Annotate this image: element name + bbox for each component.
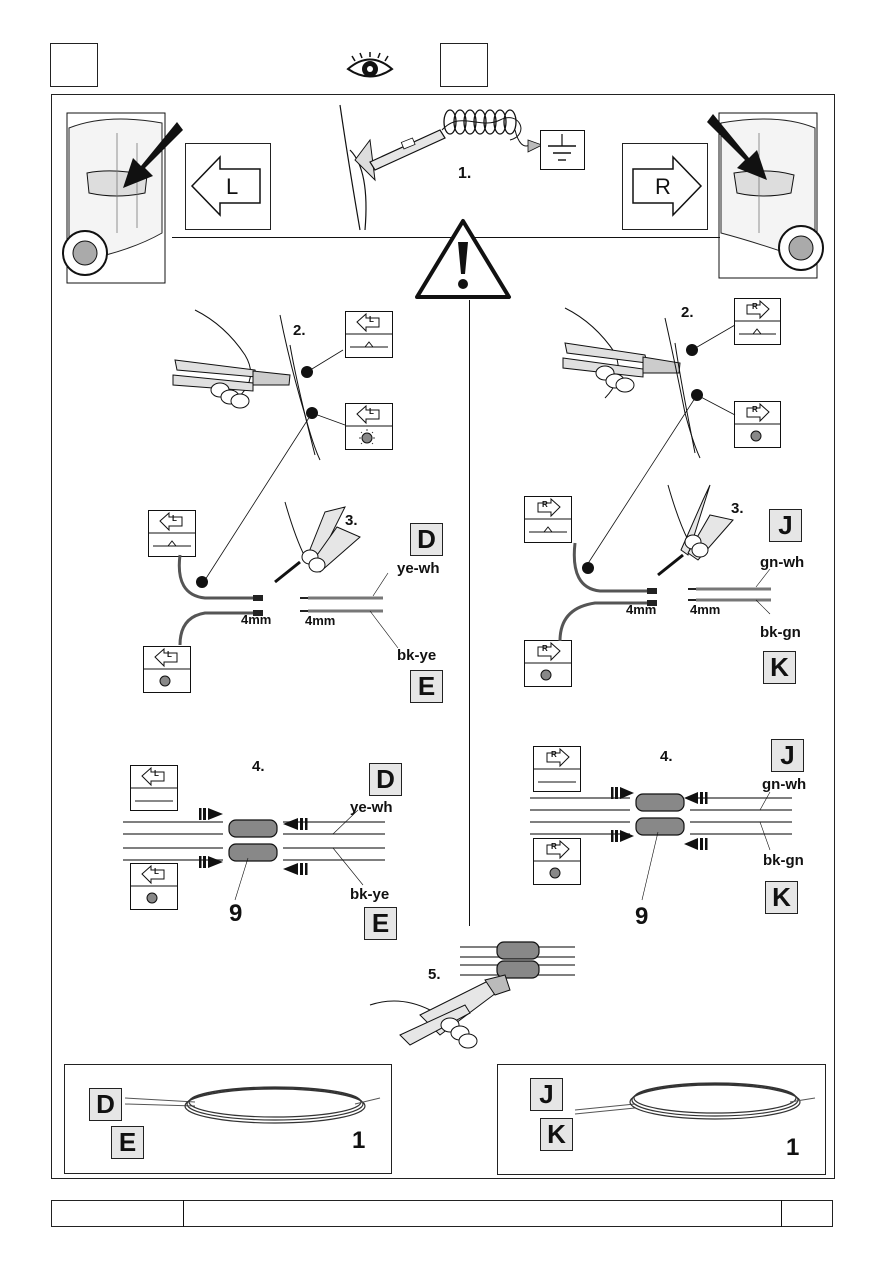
connector-qty-left: 9: [229, 900, 243, 927]
left-side-label: L: [226, 174, 239, 199]
vertical-divider: [469, 300, 470, 926]
step-3-right-label: 3.: [731, 500, 744, 517]
right-lamp-symbol-box-2: [533, 838, 581, 885]
footer-bar: [51, 1200, 833, 1227]
car-rear-left-illustration: [62, 112, 166, 284]
right-indicator-brake-symbol: [734, 298, 781, 345]
right-indicator-lamp-symbol: [734, 401, 781, 448]
left-lamp-symbol-box-2: [130, 863, 178, 910]
small-left-label: L: [369, 315, 374, 324]
strip-length-right-2: 4mm: [690, 602, 721, 617]
strip-length-right: 4mm: [626, 602, 657, 617]
wire-leader-lines: [204, 349, 346, 581]
wire-coil-illustration: [574, 1082, 816, 1120]
pointer-arrow-icon: [707, 114, 767, 180]
strip-length-left-2: 4mm: [305, 613, 336, 628]
right-brake-symbol-box: [524, 496, 572, 543]
wire-color-bottom-left: bk-ye: [397, 647, 437, 664]
left-arrow-icon: [190, 155, 261, 217]
footer-divider-2: [781, 1200, 782, 1227]
wire-color-top-right-2: gn-wh: [762, 776, 807, 793]
small-left-label: L: [172, 514, 177, 523]
pointer-arrow-icon: [123, 122, 183, 188]
step-3-left-label: 3.: [345, 512, 358, 529]
wire-color-top-left-2: ye-wh: [350, 799, 393, 816]
small-right-label: R: [752, 405, 758, 414]
right-cable-illustration: [558, 542, 657, 642]
pliers-hand-illustration: [562, 307, 701, 459]
wire-code-e: E: [410, 670, 443, 703]
small-right-label: R: [542, 644, 548, 653]
step-1-label: 1.: [458, 165, 472, 182]
wire-stripper-illustration: [657, 484, 734, 577]
right-butt-connectors: [530, 787, 792, 901]
left-brake-symbol-box: [148, 510, 196, 557]
crimping-tool-illustration: [369, 941, 575, 1049]
kit-code-j: J: [530, 1078, 563, 1111]
left-brake-symbol-box-2: [130, 765, 178, 811]
left-indicator-brake-symbol: [345, 311, 393, 358]
step-4-right-label: 4.: [660, 748, 673, 765]
eye-icon: [346, 52, 394, 78]
left-lamp-symbol-box: [143, 646, 191, 693]
left-wires-stripped: [300, 572, 399, 649]
header-box-right: [440, 43, 488, 87]
wire-color-bottom-right: bk-gn: [760, 624, 801, 641]
right-arrow-icon: [632, 155, 703, 217]
connector-qty-right: 9: [635, 903, 649, 930]
circuit-tester-illustration: [339, 104, 544, 231]
strip-length-left: 4mm: [241, 612, 272, 627]
kit-code-e: E: [111, 1126, 144, 1159]
small-right-label: R: [551, 842, 557, 851]
kit-code-d: D: [89, 1088, 122, 1121]
wire-coil-illustration: [124, 1086, 381, 1124]
step-4-left-label: 4.: [252, 758, 265, 775]
wire-code-d-2: D: [369, 763, 402, 796]
kit-code-k: K: [540, 1118, 573, 1151]
wire-code-d: D: [410, 523, 443, 556]
step-2-right-label: 2.: [681, 304, 694, 321]
ground-symbol-icon: [540, 130, 585, 170]
small-left-label: L: [154, 867, 159, 876]
right-brake-symbol-box-2: [533, 746, 581, 792]
right-wires-stripped: [688, 568, 771, 615]
wire-code-k-2: K: [765, 881, 798, 914]
wire-code-k: K: [763, 651, 796, 684]
footer-divider-1: [183, 1200, 184, 1227]
small-right-label: R: [551, 750, 557, 759]
step-5-label: 5.: [428, 966, 441, 983]
header-box-left: [50, 43, 98, 87]
pliers-hand-illustration: [172, 309, 321, 461]
step-2-left-label: 2.: [293, 322, 306, 339]
small-left-label: L: [167, 650, 172, 659]
small-left-label: L: [154, 769, 159, 778]
left-butt-connectors: [123, 808, 385, 901]
horizontal-divider: [172, 237, 720, 238]
small-right-label: R: [752, 302, 758, 311]
left-indicator-lamp-symbol: [345, 403, 393, 450]
kit-qty-left: 1: [352, 1127, 366, 1154]
wire-code-j: J: [769, 509, 802, 542]
wire-color-bottom-left-2: bk-ye: [350, 886, 390, 903]
wire-color-top-left: ye-wh: [397, 560, 440, 577]
wire-stripper-illustration: [274, 501, 361, 584]
wire-leader-lines: [586, 324, 736, 566]
right-side-label: R: [655, 174, 671, 199]
right-lamp-symbol-box: [524, 640, 572, 687]
wire-color-bottom-right-2: bk-gn: [763, 852, 804, 869]
left-cable-illustration: [177, 554, 263, 646]
wire-code-e-2: E: [364, 907, 397, 940]
wire-code-j-2: J: [771, 739, 804, 772]
wire-color-top-right: gn-wh: [760, 554, 805, 571]
small-right-label: R: [542, 500, 548, 509]
warning-icon: [415, 219, 511, 299]
kit-qty-right: 1: [786, 1134, 800, 1161]
small-left-label: L: [369, 407, 374, 416]
